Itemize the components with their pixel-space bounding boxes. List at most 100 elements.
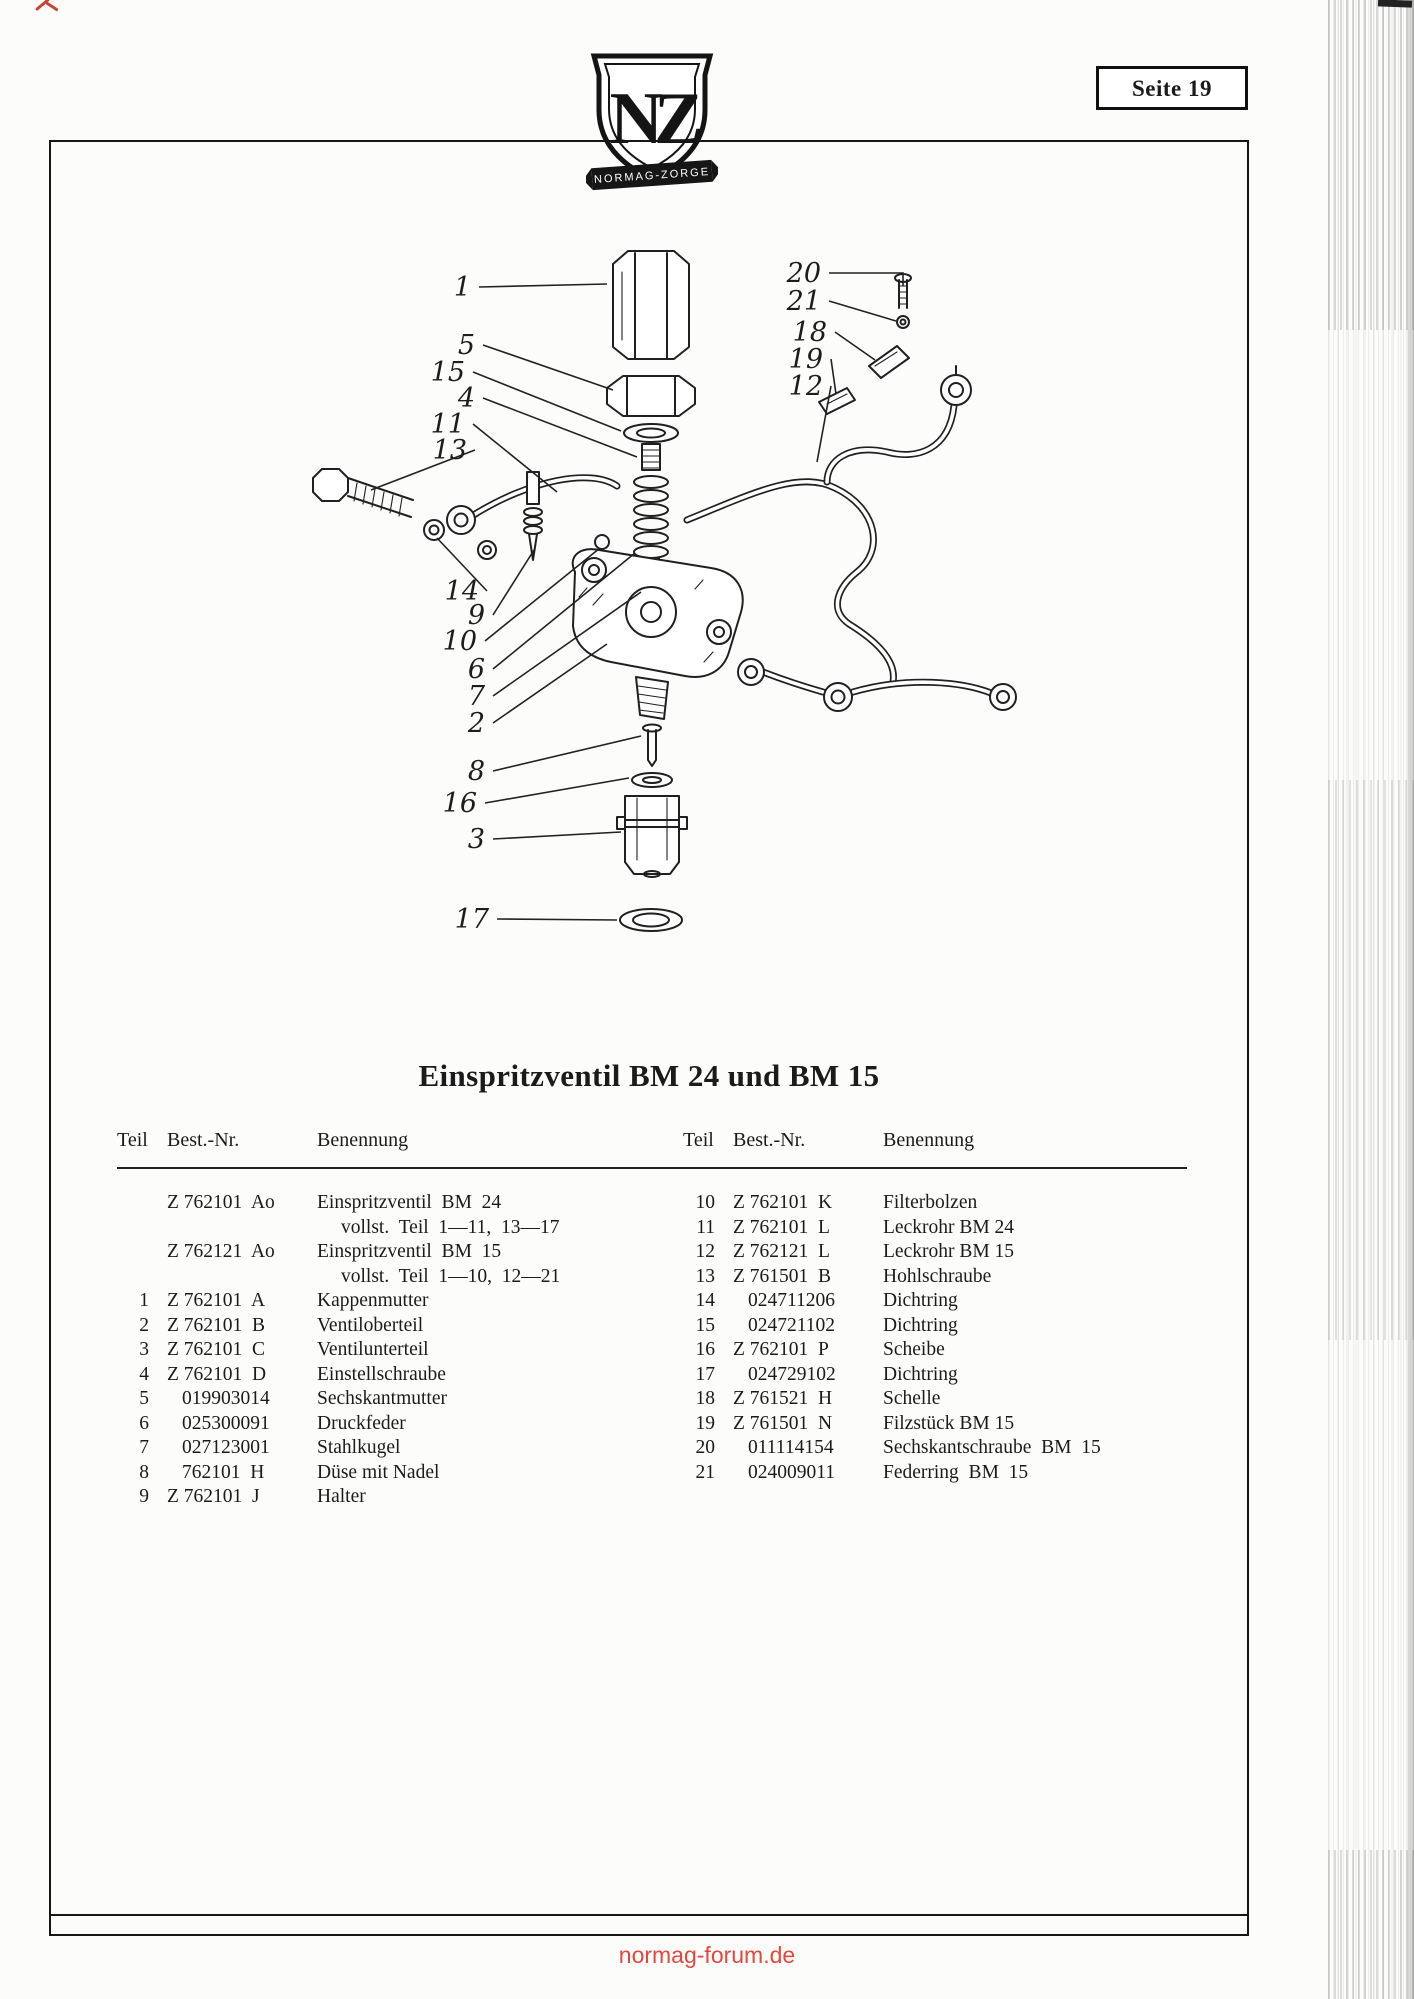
parts-row: 21 024009011 Federring BM 15 [683,1461,1187,1486]
callout-number-3: 3 [468,824,485,855]
callout-leader-8 [492,735,642,772]
cell-teil: 13 [695,1265,716,1287]
cell-name: Einspritzventil BM 15 [317,1241,502,1262]
cell-nr: Z 761521 H [733,1388,833,1409]
callout-number-15: 15 [431,357,465,388]
callout-leader-11 [472,423,558,493]
cell-teil [117,1167,167,1216]
cell-teil: 17 [695,1363,716,1385]
callout-number-6: 6 [468,654,485,685]
cell-teil: 11 [696,1216,715,1238]
logo-shield-icon: NZ NORMAG-ZORGE [583,53,721,191]
callout-number-4: 4 [457,383,475,414]
callout-leader-19 [830,358,837,395]
callout-leader-17 [496,918,618,921]
parts-row: Z 762121 Ao Einspritzventil BM 15 [117,1240,637,1265]
callout-number-11: 11 [431,409,465,440]
cell-teil: 2 [139,1314,149,1336]
cell-nr: 024729102 [748,1363,836,1385]
cell-name: Federring BM 15 [883,1461,1029,1483]
parts-row: 9 Z 762101 J Halter [117,1485,637,1510]
cell-teil: 1 [139,1290,149,1311]
cell-nr: Z 761501 N [733,1412,833,1434]
cell-name-continuation: vollst. Teil 1—10, 12—21 [341,1265,561,1287]
callout-leader-16 [484,777,630,804]
scan-edge-shadow [1406,0,1414,1999]
scan-band [1328,0,1414,330]
cell-teil: 12 [695,1241,716,1262]
cell-teil: 20 [695,1437,716,1458]
callout-leader-12 [816,385,832,463]
cell-nr: 024721102 [748,1314,836,1336]
cell-teil: 5 [139,1388,149,1409]
cell-teil: 4 [139,1363,149,1385]
scan-streaks [1328,0,1414,1999]
callout-leader-10 [484,547,601,642]
callout-number-1: 1 [454,272,471,303]
cell-nr: Z 762121 L [733,1241,830,1262]
cell-name: Dichtring [883,1363,958,1385]
callout-number-10: 10 [443,626,477,657]
cell-name: Leckrohr BM 15 [883,1241,1015,1262]
cell-teil: 7 [139,1437,149,1458]
cell-teil: 14 [695,1290,716,1311]
callout-number-14: 14 [445,576,479,607]
parts-row-continuation: vollst. Teil 1—11, 13—17 [117,1216,637,1241]
cell-nr: Z 762101 K [733,1192,833,1213]
cell-name: Scheibe [883,1339,945,1360]
parts-row: 2 Z 762101 B Ventiloberteil [117,1314,637,1339]
callout-leader-20 [829,272,904,286]
cell-nr: 762101 H [182,1461,265,1483]
callout-leader-9 [492,549,535,616]
callout-leader-21 [828,300,897,322]
cell-teil: 21 [695,1461,716,1483]
parts-row: 12 Z 762121 L Leckrohr BM 15 [683,1240,1187,1265]
cell-nr: 024009011 [748,1461,836,1483]
cell-nr: Z 762121 Ao [167,1241,275,1262]
callout-number-19: 19 [789,344,823,375]
callout-number-5: 5 [458,330,475,361]
callout-number-18: 18 [793,317,827,348]
cell-teil: 18 [695,1388,716,1409]
table-header-row: Teil Best.-Nr. Benennung [117,1127,637,1167]
cell-name: Kappenmutter [317,1290,429,1311]
callout-leader-15 [472,371,622,432]
cell-teil: 10 [695,1192,716,1213]
cell-nr: Z 762101 B [167,1314,266,1336]
cell-name: Halter [317,1486,366,1507]
callout-number-13: 13 [433,435,467,466]
cell-nr: Z 762101 J [167,1486,260,1507]
callout-leader-2 [492,643,608,724]
red-pen-mark [45,1,59,12]
scan-corner-mark [1377,0,1413,8]
table-header-row: Teil Best.-Nr. Benennung [683,1127,1187,1167]
cell-nr: Z 762101 P [733,1339,829,1360]
col-header-benennung: Benennung [883,1129,975,1151]
callout-number-17: 17 [455,904,490,935]
callout-number-21: 21 [786,286,821,317]
footer-watermark: normag-forum.de [618,1942,796,1968]
callout-number-16: 16 [443,788,477,819]
parts-row: 17 024729102 Dichtring [683,1363,1187,1388]
cell-name: Ventiloberteil [317,1314,424,1336]
cell-teil: 9 [139,1486,149,1507]
cell-nr: 024711206 [748,1290,836,1311]
